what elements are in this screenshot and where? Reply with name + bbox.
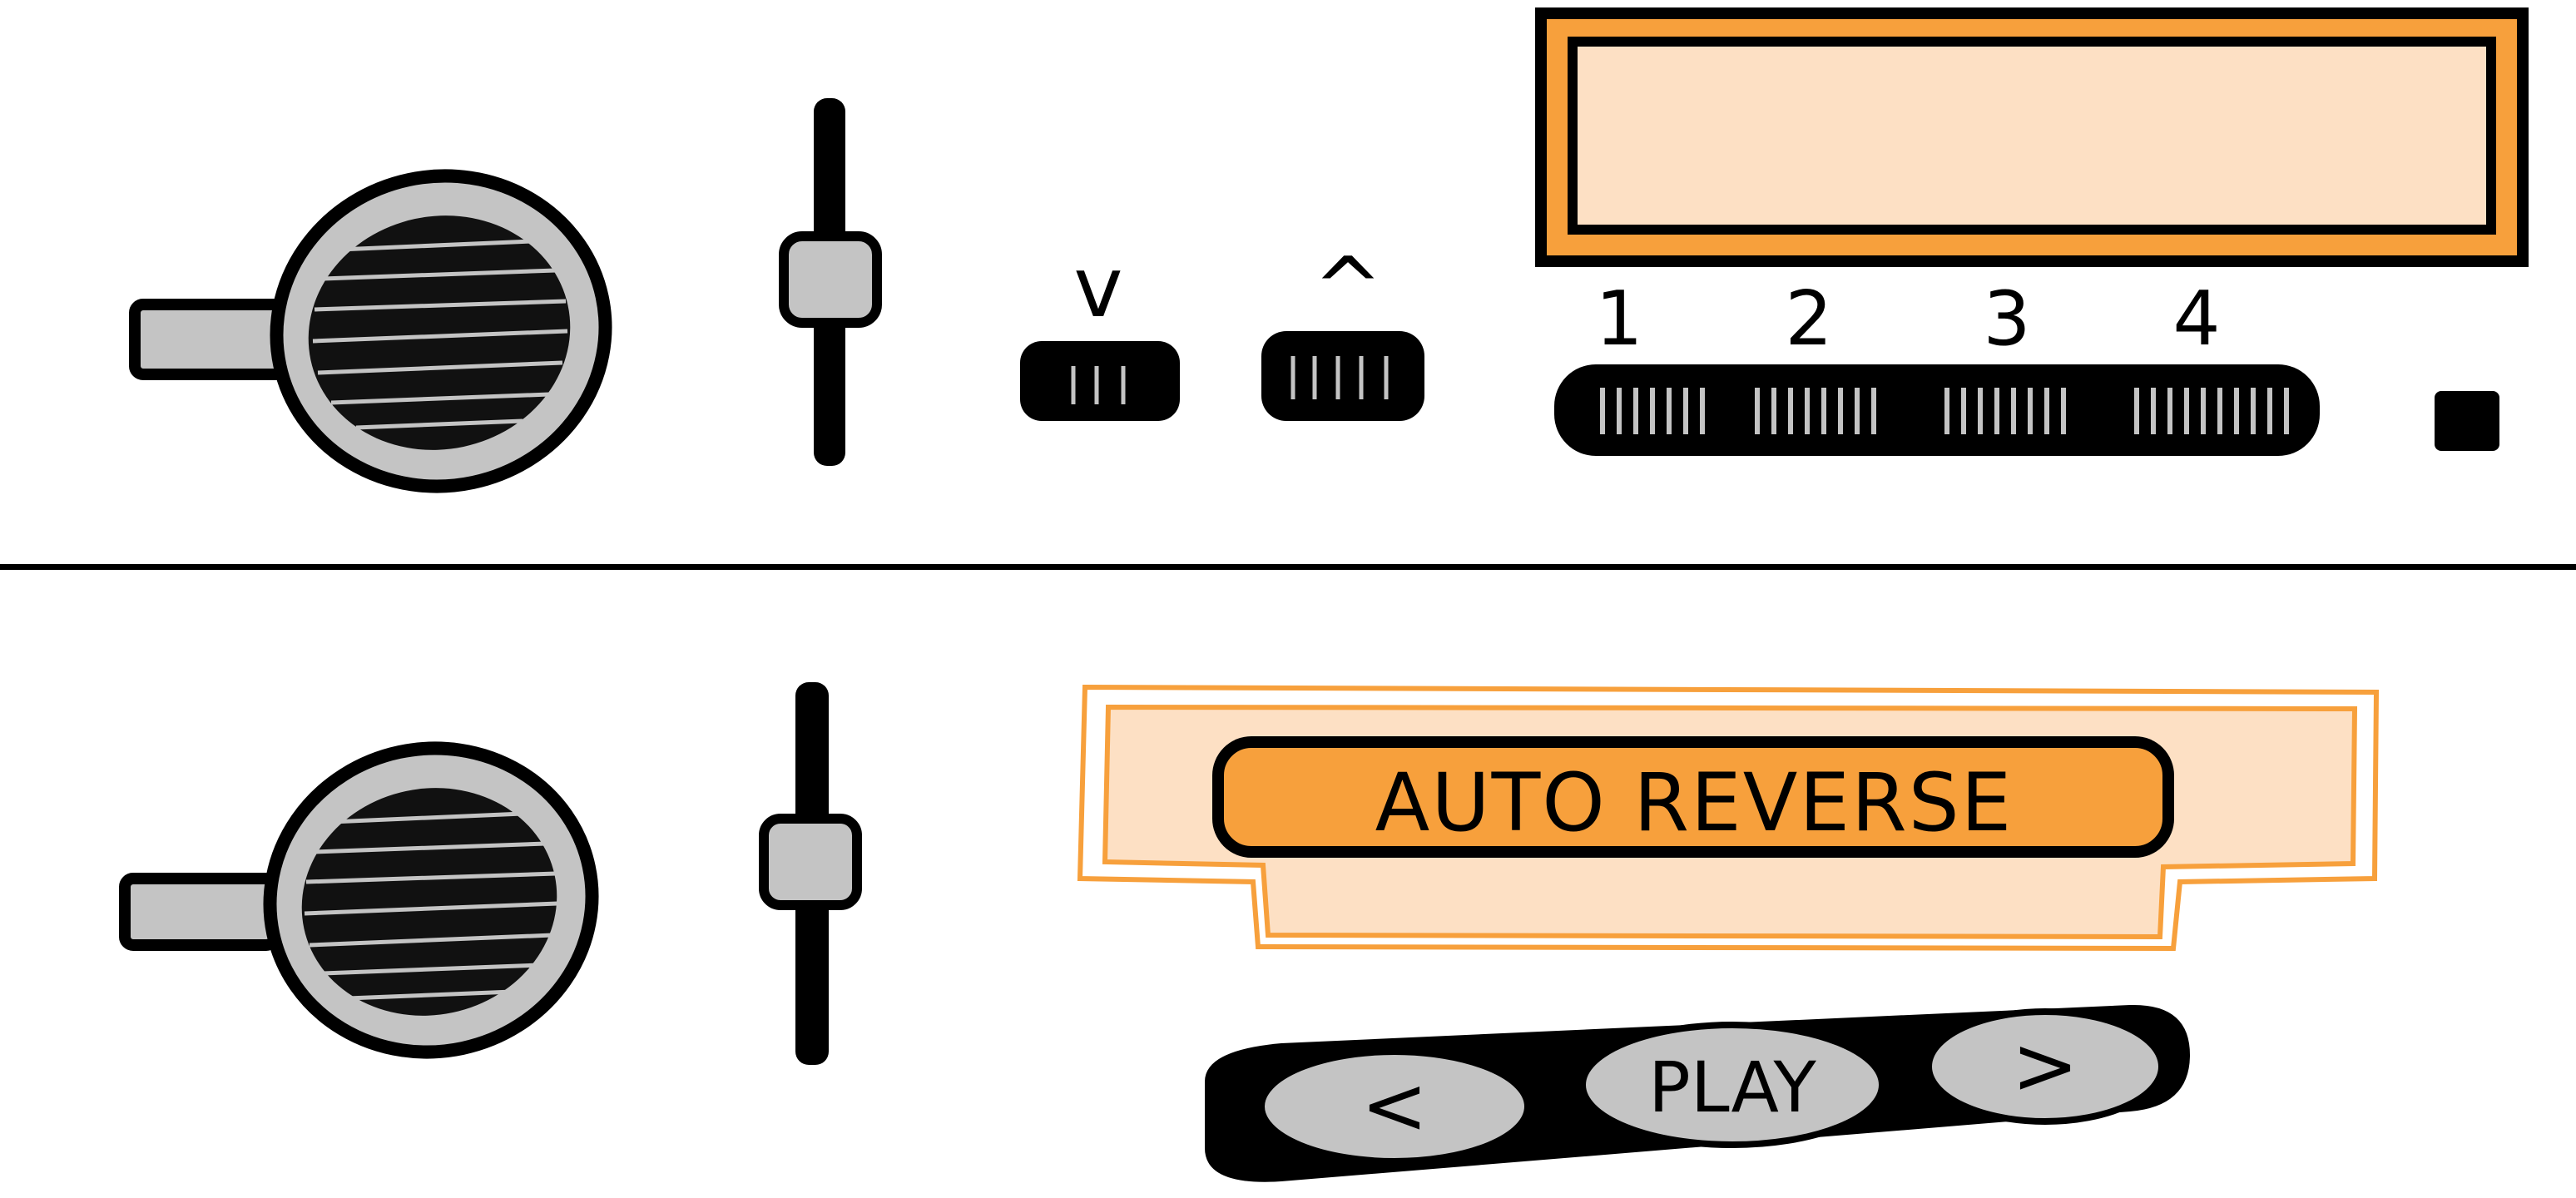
rewind-button[interactable]: < [1258,1048,1531,1165]
lower-volume-knob[interactable] [119,719,621,1082]
seek-up-button[interactable]: ^ [1261,239,1424,421]
preset-4-button[interactable] [2134,388,2289,434]
preset-button-bar [1554,364,2320,456]
transport-controls: < PLAY > [1205,1004,2190,1182]
play-button[interactable]: PLAY [1579,1022,1885,1148]
upper-slider[interactable] [779,98,882,466]
preset-2-button[interactable] [1755,388,1876,434]
knob-grip-lines [304,811,558,1001]
lower-panel: AUTO REVERSE < PLAY > [119,682,2380,1182]
seek-up-label: ^ [1313,239,1383,336]
preset-2-label: 2 [1785,275,1832,363]
preset-1-label: 1 [1595,275,1642,363]
seek-down-button[interactable]: v [1020,239,1180,421]
knob-grip-lines [312,239,568,430]
seek-down-label: v [1073,239,1122,336]
upper-volume-knob[interactable] [129,146,634,517]
auto-reverse-badge [1212,736,2174,858]
preset-1-button[interactable] [1600,388,1705,434]
rewind-label: < [1361,1059,1428,1152]
radio-display [1535,7,2529,267]
preset-4-label: 4 [2172,275,2220,363]
small-square-button[interactable] [2435,391,2499,451]
play-label: PLAY [1648,1047,1816,1128]
forward-label: > [2012,1019,2078,1112]
upper-panel: v ^ 1 [129,7,2529,517]
lower-slider[interactable] [759,682,862,1065]
forward-button[interactable]: > [1925,1008,2165,1125]
panel-divider [0,564,2576,570]
cassette-display: AUTO REVERSE [1077,684,2380,952]
preset-3-label: 3 [1983,275,2030,363]
preset-3-button[interactable] [1944,388,2066,434]
preset-labels: 1 2 3 4 [1595,275,2220,363]
auto-reverse-label: AUTO REVERSE [1375,756,2014,849]
